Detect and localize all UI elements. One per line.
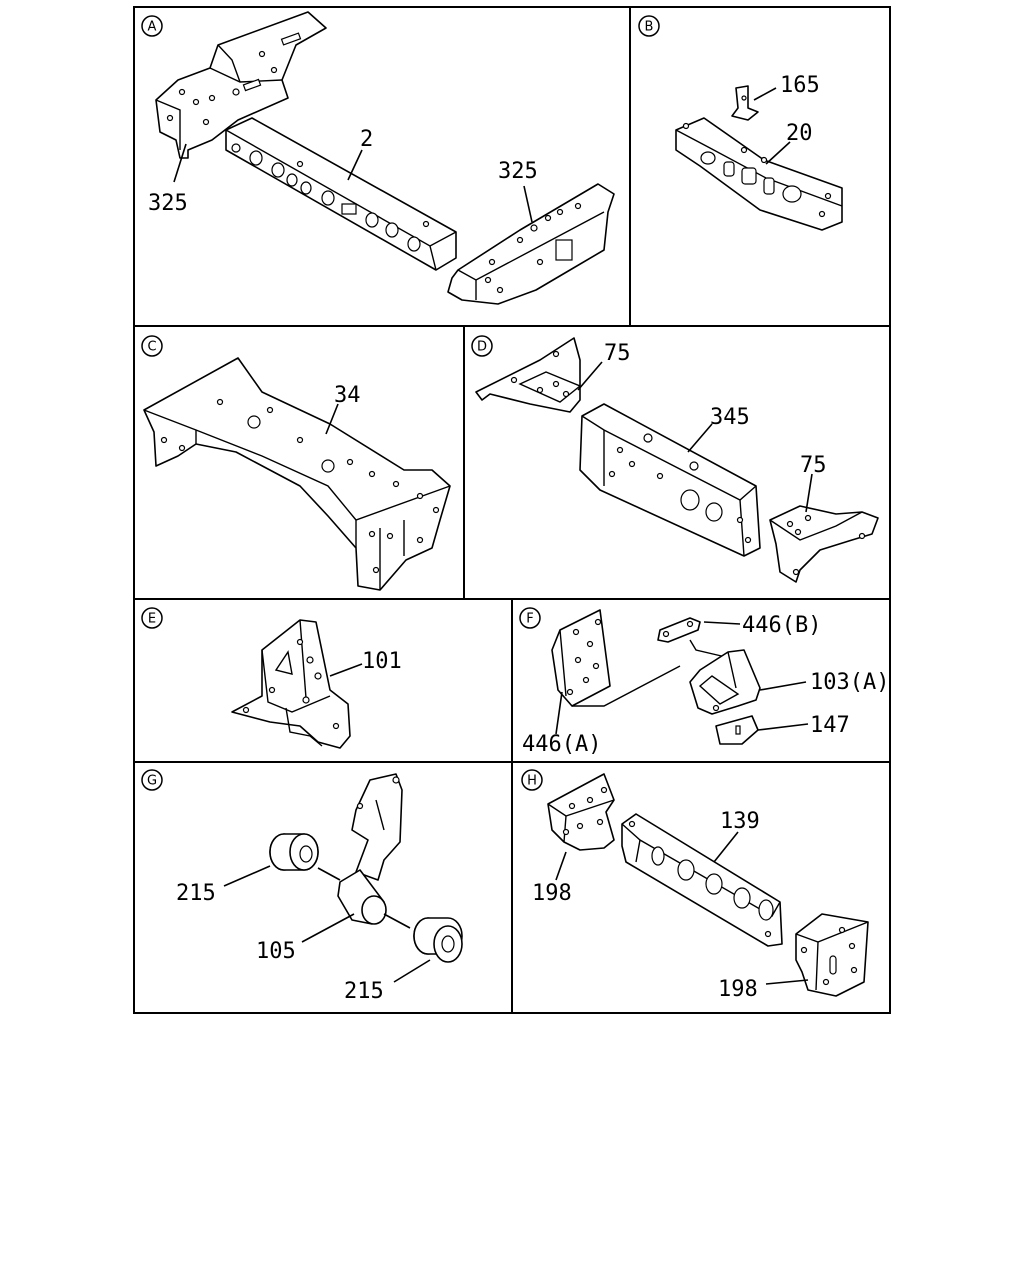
bracket-101-drawing [231,619,351,749]
label-198-top: 198 [532,881,572,906]
panel-letter-c: C [141,335,163,357]
crossmember-20-drawing [675,117,843,231]
label-325-left: 325 [148,191,188,216]
label-165: 165 [780,73,820,98]
panel-h: H [521,769,869,1002]
label-446a: 446(A) [522,732,601,757]
bracket-165-drawing [731,85,759,121]
plate-446b-drawing [657,617,731,659]
bracket-103a-drawing [689,649,761,715]
label-103a: 103(A) [810,670,889,695]
label-139: 139 [720,809,760,834]
label-75-top: 75 [604,341,631,366]
svg-text:G: G [147,774,157,789]
panel-letter-d: D [471,335,493,357]
label-101: 101 [362,649,402,674]
panel-grid [133,6,891,1014]
crossmember-34-drawing [143,357,451,591]
part-147-drawing [715,715,759,745]
bracket-198-top-drawing [547,773,615,851]
svg-text:D: D [477,340,487,355]
label-215-left: 215 [176,881,216,906]
panel-e: E 101 [141,607,402,749]
label-34: 34 [334,383,361,408]
crossmember-2-drawing [225,117,457,271]
plate-446a-drawing [551,609,681,707]
svg-text:B: B [645,20,654,35]
label-147: 147 [810,713,850,738]
panel-letter-b: B [638,15,660,37]
label-345: 345 [710,405,750,430]
crossmember-345-drawing [579,403,761,557]
panel-f: F [519,607,889,757]
panel-d: D [471,335,879,583]
label-2: 2 [360,127,373,152]
label-75-bottom: 75 [800,453,827,478]
label-446b: 446(B) [742,613,821,638]
bushing-215-left-drawing [269,833,319,871]
arm-105-drawing [337,773,403,925]
bracket-325-left-drawing [155,11,327,159]
panel-g: G 215 105 215 [141,769,463,1004]
panel-letter-a: A [141,15,163,37]
panel-letter-g: G [141,769,163,791]
bracket-75-top-drawing [475,337,582,413]
svg-text:E: E [148,612,156,627]
label-198-bottom: 198 [718,977,758,1002]
bracket-325-right-drawing [447,183,615,305]
label-325-right: 325 [498,159,538,184]
bushing-215-right-drawing [413,917,463,963]
panel-letter-e: E [141,607,163,629]
label-105: 105 [256,939,296,964]
panel-c: C 34 [141,335,451,591]
bracket-75-bottom-drawing [769,505,879,583]
label-215-right: 215 [344,979,384,1004]
bracket-198-bottom-drawing [795,913,869,997]
label-20: 20 [786,121,813,146]
panel-letter-h: H [521,769,543,791]
svg-text:A: A [148,20,157,35]
svg-text:F: F [526,612,533,627]
svg-text:H: H [527,774,537,789]
panel-letter-f: F [519,607,541,629]
svg-text:C: C [147,340,156,355]
crossmember-139-drawing [621,813,783,947]
panel-b: B 165 20 [638,15,843,231]
panel-a: A [141,11,615,305]
